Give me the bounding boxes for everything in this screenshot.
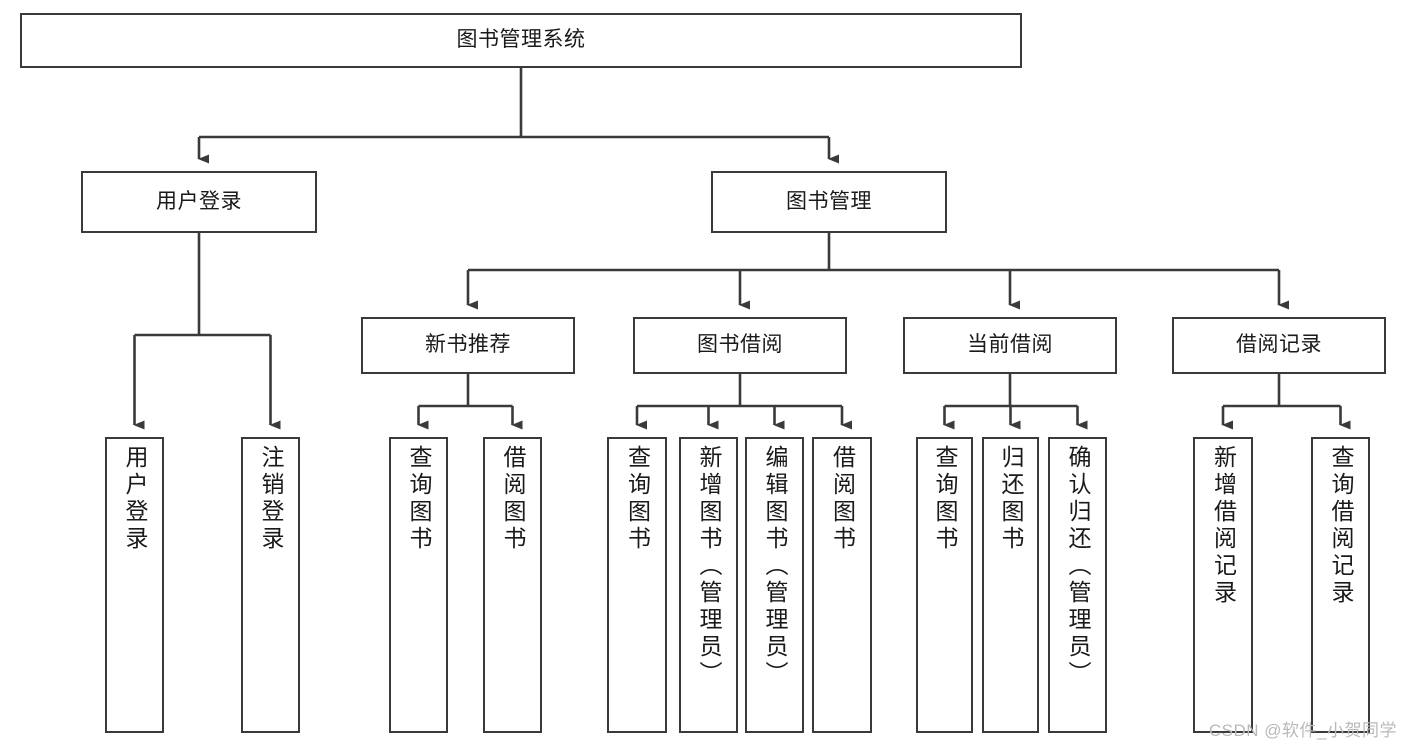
node-leaf-edit-book[interactable]: 编辑图书（管理员） xyxy=(745,437,804,733)
node-label-leaf-query-book-3: 查询图书 xyxy=(932,445,958,553)
node-label-book-borrow: 图书借阅 xyxy=(697,333,783,357)
node-book-borrow[interactable]: 图书借阅 xyxy=(633,317,847,374)
node-label-leaf-add-record: 新增借阅记录 xyxy=(1210,445,1237,607)
node-label-borrow-record: 借阅记录 xyxy=(1236,333,1322,357)
node-label-leaf-user-login: 用户登录 xyxy=(122,445,148,553)
node-root[interactable]: 图书管理系统 xyxy=(20,13,1022,68)
node-leaf-add-book[interactable]: 新增图书（管理员） xyxy=(679,437,738,733)
node-label-leaf-query-record: 查询借阅记录 xyxy=(1328,445,1354,607)
node-label-leaf-return-book: 归还图书 xyxy=(998,445,1024,553)
node-label-leaf-user-logout: 注销登录 xyxy=(258,445,284,553)
node-label-leaf-query-book-1: 查询图书 xyxy=(406,445,432,553)
node-label-leaf-confirm-return: 确认归还（管理员） xyxy=(1065,445,1091,688)
node-user-login[interactable]: 用户登录 xyxy=(81,171,317,233)
node-leaf-query-book-3[interactable]: 查询图书 xyxy=(916,437,973,733)
node-leaf-return-book[interactable]: 归还图书 xyxy=(982,437,1039,733)
node-label-leaf-add-book: 新增图书（管理员） xyxy=(696,445,722,688)
node-leaf-query-book-1[interactable]: 查询图书 xyxy=(389,437,448,733)
node-leaf-user-login[interactable]: 用户登录 xyxy=(105,437,164,733)
node-leaf-borrow-book-2[interactable]: 借阅图书 xyxy=(812,437,872,733)
node-book-manage[interactable]: 图书管理 xyxy=(711,171,947,233)
node-label-new-book-rec: 新书推荐 xyxy=(425,333,511,357)
node-leaf-query-record[interactable]: 查询借阅记录 xyxy=(1311,437,1370,733)
node-label-root: 图书管理系统 xyxy=(456,28,586,52)
node-label-current-borrow: 当前借阅 xyxy=(967,333,1053,357)
node-leaf-borrow-book-1[interactable]: 借阅图书 xyxy=(483,437,542,733)
node-current-borrow[interactable]: 当前借阅 xyxy=(903,317,1117,374)
node-label-leaf-edit-book: 编辑图书（管理员） xyxy=(762,445,788,688)
node-borrow-record[interactable]: 借阅记录 xyxy=(1172,317,1386,374)
node-leaf-add-record[interactable]: 新增借阅记录 xyxy=(1193,437,1253,733)
node-leaf-user-logout[interactable]: 注销登录 xyxy=(241,437,300,733)
node-label-user-login: 用户登录 xyxy=(156,189,242,213)
node-leaf-query-book-2[interactable]: 查询图书 xyxy=(607,437,667,733)
node-leaf-confirm-return[interactable]: 确认归还（管理员） xyxy=(1048,437,1107,733)
node-label-leaf-query-book-2: 查询图书 xyxy=(624,445,651,553)
node-label-leaf-borrow-book-2: 借阅图书 xyxy=(829,445,856,553)
node-label-leaf-borrow-book-1: 借阅图书 xyxy=(500,445,526,553)
node-label-book-manage: 图书管理 xyxy=(786,189,872,213)
node-new-book-rec[interactable]: 新书推荐 xyxy=(361,317,575,374)
